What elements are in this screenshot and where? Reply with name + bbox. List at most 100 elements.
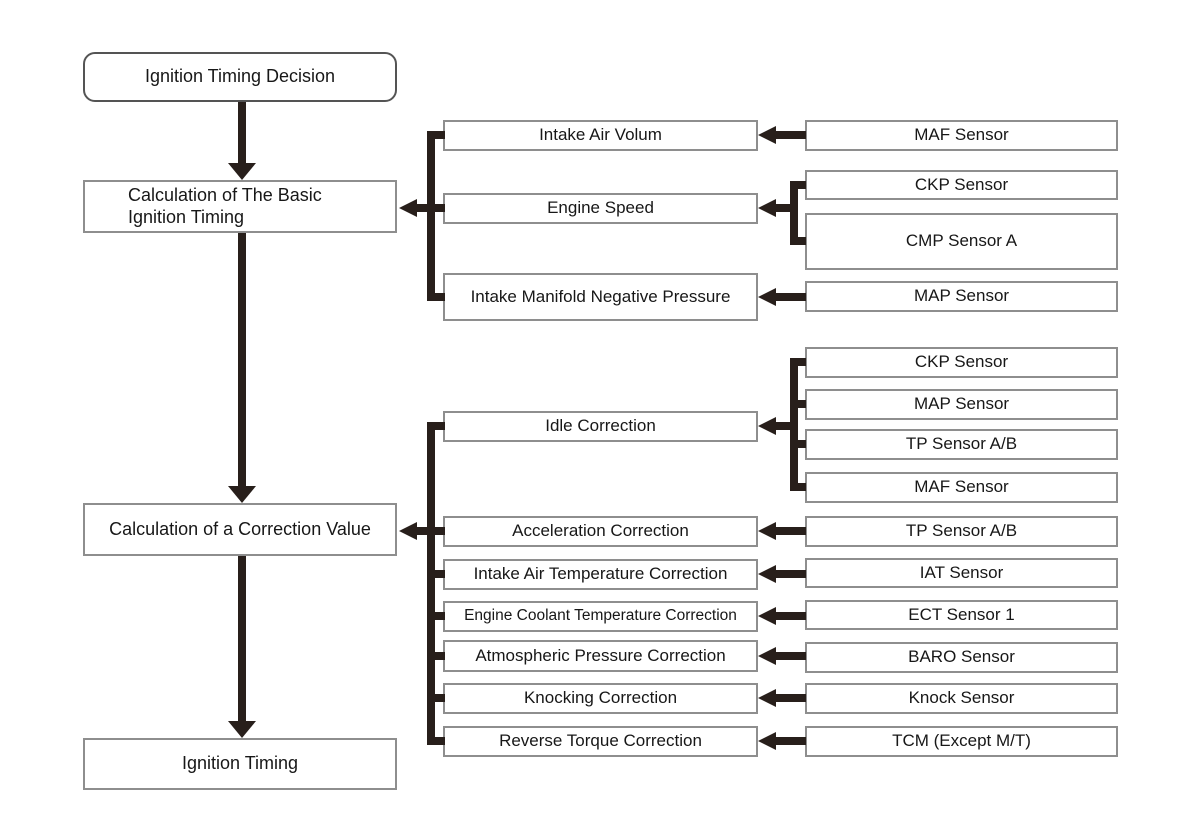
node-label: Intake Air Temperature Correction bbox=[473, 564, 728, 584]
node-label: TCM (Except M/T) bbox=[892, 731, 1031, 751]
node-tp-sensor-1: TP Sensor A/B bbox=[805, 429, 1118, 460]
edge-iat-to-iat-correction-shaft bbox=[776, 570, 806, 578]
edge-corrections-to-calc-correction-shaft bbox=[417, 527, 445, 535]
bracket-correction-inputs-vline bbox=[427, 422, 435, 745]
node-calculation-correction-value: Calculation of a Correction Value bbox=[83, 503, 397, 556]
node-cmp-sensor-a: CMP Sensor A bbox=[805, 213, 1118, 270]
node-label: Engine Coolant Temperature Correction bbox=[464, 607, 737, 625]
node-calculation-basic-ignition-timing: Calculation of The Basic Ignition Timing bbox=[83, 180, 397, 233]
edge-inputs-to-calc-basic-arrowhead bbox=[399, 199, 417, 217]
bracket-correction-stub-iat bbox=[427, 570, 445, 578]
edge-map1-to-intake-manifold-shaft bbox=[776, 293, 806, 301]
edge-decision-to-basic-arrowhead bbox=[228, 163, 256, 180]
node-label: Calculation of a Correction Value bbox=[109, 518, 371, 539]
node-label: CMP Sensor A bbox=[905, 231, 1018, 251]
bracket-correction-stub-baro bbox=[427, 652, 445, 660]
node-label: MAP Sensor bbox=[913, 394, 1010, 414]
bracket-basic-stub-intake-air-volum bbox=[427, 131, 445, 139]
node-label: Ignition Timing bbox=[181, 753, 299, 774]
edge-tp2-to-acceleration-arrowhead bbox=[758, 522, 776, 540]
node-label: Intake Manifold Negative Pressure bbox=[470, 286, 731, 306]
edge-inputs-to-calc-basic-shaft bbox=[417, 204, 445, 212]
bracket-engine-speed-stub-ckp bbox=[790, 181, 806, 189]
node-knocking-correction: Knocking Correction bbox=[443, 683, 758, 714]
edge-basic-to-correction-arrowhead bbox=[228, 486, 256, 503]
node-label: Ignition Timing Decision bbox=[144, 66, 336, 87]
node-intake-air-temperature-correction: Intake Air Temperature Correction bbox=[443, 559, 758, 590]
edge-ect-to-ect-correction-shaft bbox=[776, 612, 806, 620]
edge-map1-to-intake-manifold-arrowhead bbox=[758, 288, 776, 306]
edge-tp2-to-acceleration-shaft bbox=[776, 527, 806, 535]
bracket-correction-stub-reverse-torque bbox=[427, 737, 445, 745]
node-engine-coolant-temperature-correction: Engine Coolant Temperature Correction bbox=[443, 601, 758, 632]
bracket-engine-speed-vline bbox=[790, 181, 798, 245]
node-label: BARO Sensor bbox=[908, 647, 1015, 667]
node-ignition-timing-decision: Ignition Timing Decision bbox=[83, 52, 397, 102]
node-ckp-sensor-2: CKP Sensor bbox=[805, 347, 1118, 378]
node-tp-sensor-2: TP Sensor A/B bbox=[805, 516, 1118, 547]
edge-iat-to-iat-correction-arrowhead bbox=[758, 565, 776, 583]
edge-correction-to-ignition-arrowhead bbox=[228, 721, 256, 738]
node-label: TP Sensor A/B bbox=[905, 521, 1018, 541]
node-iat-sensor: IAT Sensor bbox=[805, 558, 1118, 588]
bracket-correction-stub-ect bbox=[427, 612, 445, 620]
node-intake-manifold-negative-pressure: Intake Manifold Negative Pressure bbox=[443, 273, 758, 321]
edge-tcm-to-reverse-torque-shaft bbox=[776, 737, 806, 745]
node-label: IAT Sensor bbox=[919, 562, 1004, 582]
edge-corrections-to-calc-correction-arrowhead bbox=[399, 522, 417, 540]
edge-knock-to-knocking-shaft bbox=[776, 694, 806, 702]
edge-decision-to-basic-shaft bbox=[238, 102, 246, 164]
node-idle-correction: Idle Correction bbox=[443, 411, 758, 442]
node-map-sensor-2: MAP Sensor bbox=[805, 389, 1118, 420]
node-label: Acceleration Correction bbox=[512, 521, 689, 541]
node-atmospheric-pressure-correction: Atmospheric Pressure Correction bbox=[443, 640, 758, 672]
node-engine-speed: Engine Speed bbox=[443, 193, 758, 224]
bracket-idle-stub-tp bbox=[790, 440, 806, 448]
bracket-idle-stub-ckp bbox=[790, 358, 806, 366]
node-ect-sensor-1: ECT Sensor 1 bbox=[805, 600, 1118, 630]
node-label: CKP Sensor bbox=[914, 352, 1009, 372]
edge-baro-to-baro-correction-arrowhead bbox=[758, 647, 776, 665]
node-label: MAF Sensor bbox=[914, 477, 1009, 497]
node-map-sensor-1: MAP Sensor bbox=[805, 281, 1118, 312]
node-reverse-torque-correction: Reverse Torque Correction bbox=[443, 726, 758, 757]
edge-sensors-to-idle-arrowhead bbox=[758, 417, 776, 435]
bracket-correction-stub-idle bbox=[427, 422, 445, 430]
edge-baro-to-baro-correction-shaft bbox=[776, 652, 806, 660]
node-label: MAF Sensor bbox=[914, 125, 1009, 145]
node-label: ECT Sensor 1 bbox=[908, 604, 1015, 624]
node-acceleration-correction: Acceleration Correction bbox=[443, 516, 758, 547]
edge-sensors-to-idle-shaft bbox=[776, 422, 798, 430]
node-label: TP Sensor A/B bbox=[905, 434, 1018, 454]
node-intake-air-volum: Intake Air Volum bbox=[443, 120, 758, 151]
edge-sensors-to-engine-speed-arrowhead bbox=[758, 199, 776, 217]
edge-tcm-to-reverse-torque-arrowhead bbox=[758, 732, 776, 750]
node-ignition-timing: Ignition Timing bbox=[83, 738, 397, 790]
node-label: Knocking Correction bbox=[523, 688, 678, 708]
node-tcm: TCM (Except M/T) bbox=[805, 726, 1118, 757]
node-label: Reverse Torque Correction bbox=[499, 731, 702, 751]
bracket-correction-stub-knock bbox=[427, 694, 445, 702]
node-label: CKP Sensor bbox=[914, 174, 1009, 194]
bracket-basic-stub-intake-manifold bbox=[427, 293, 445, 301]
node-label: MAP Sensor bbox=[913, 286, 1010, 306]
node-baro-sensor: BARO Sensor bbox=[805, 642, 1118, 673]
edge-sensors-to-engine-speed-shaft bbox=[776, 204, 798, 212]
node-label: Engine Speed bbox=[547, 198, 654, 218]
node-maf-sensor-1: MAF Sensor bbox=[805, 120, 1118, 151]
edge-ect-to-ect-correction-arrowhead bbox=[758, 607, 776, 625]
edge-maf1-to-intake-air-volum-arrowhead bbox=[758, 126, 776, 144]
node-label: Atmospheric Pressure Correction bbox=[475, 645, 726, 665]
node-maf-sensor-2: MAF Sensor bbox=[805, 472, 1118, 503]
bracket-idle-stub-map bbox=[790, 400, 806, 408]
edge-knock-to-knocking-arrowhead bbox=[758, 689, 776, 707]
node-label: Intake Air Volum bbox=[539, 125, 662, 145]
node-label: Idle Correction bbox=[545, 416, 656, 436]
node-ckp-sensor-1: CKP Sensor bbox=[805, 170, 1118, 200]
node-knock-sensor: Knock Sensor bbox=[805, 683, 1118, 714]
bracket-idle-stub-maf bbox=[790, 483, 806, 491]
edge-basic-to-correction-shaft bbox=[238, 233, 246, 486]
edge-correction-to-ignition-shaft bbox=[238, 556, 246, 721]
node-label: Knock Sensor bbox=[908, 688, 1015, 708]
